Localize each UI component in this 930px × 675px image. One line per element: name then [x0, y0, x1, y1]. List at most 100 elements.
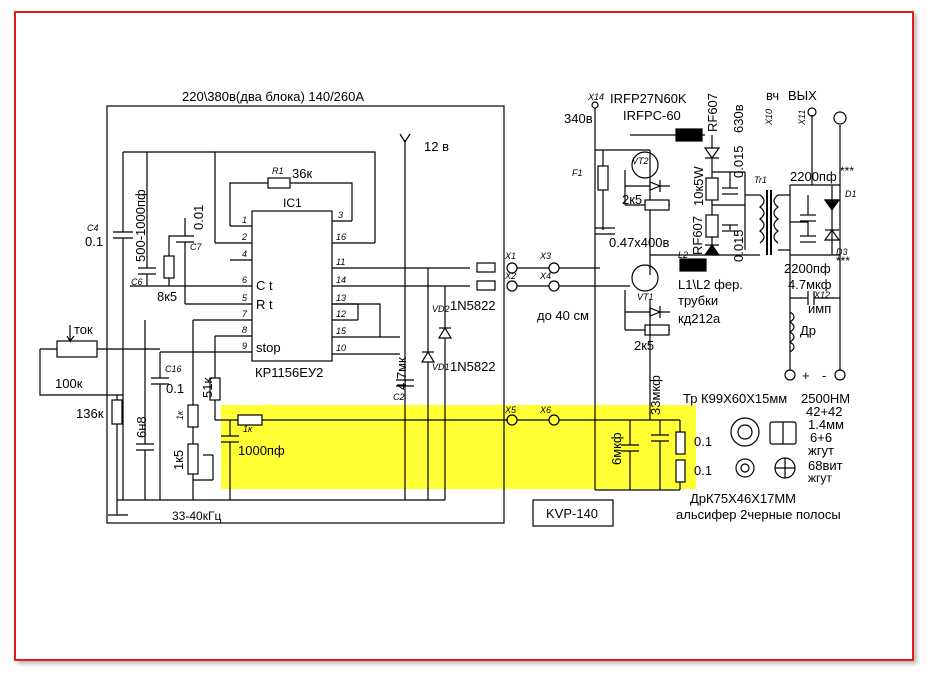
pin4: 4 [242, 249, 247, 259]
vt2-ref: VT2 [632, 156, 649, 166]
pin10: 10 [336, 343, 346, 353]
tok-potentiometer [39, 325, 160, 500]
ic-name-label: КР1156ЕУ2 [255, 365, 323, 380]
c047-label: 0.47х400в [609, 235, 669, 250]
feedback-line [215, 414, 508, 500]
f1-ref: F1 [572, 168, 583, 178]
zhgut2-label: жгут [808, 471, 832, 485]
tubes-label: трубки [678, 293, 718, 308]
v340-label: 340в [564, 111, 593, 126]
x14-ref: X14 [587, 92, 604, 102]
c015a-label: 0.015 [731, 145, 746, 178]
title-label: 220\380в(два блока) 140/260А [182, 89, 364, 104]
power-stage-wiring [591, 101, 707, 491]
r1-value: 36к [292, 166, 312, 181]
stars-b: *** [836, 254, 850, 268]
c6-ref: C6 [131, 277, 143, 287]
c1000-label: 1000пф [238, 443, 285, 458]
core-sketches [730, 417, 797, 479]
r2k5a-label: 2к5 [622, 192, 642, 207]
pin2: 2 [241, 232, 247, 242]
c500-label: 500-1000пф [133, 189, 148, 262]
c2200a-label: 2200пф [790, 169, 837, 184]
x3-ref: X3 [539, 251, 551, 261]
rf607a-label: RF607 [705, 93, 720, 132]
kvp-box [532, 499, 614, 527]
v12-input [396, 133, 414, 500]
vd1-ref: VD1 [432, 362, 450, 372]
transformer-tr1 [745, 190, 790, 255]
c47mkf-label: 4.7мкф [788, 277, 832, 292]
x10-ref: X10 [764, 109, 774, 126]
pin16: 16 [336, 232, 346, 242]
alsifer-label: альсифер 2черные полосы [676, 507, 841, 522]
pin1: 1 [242, 215, 247, 225]
plus-label: + [802, 368, 810, 383]
d1n5822a-label: 1N5822 [450, 298, 496, 313]
ic1-left-pins [130, 225, 252, 353]
irfpc-label: IRFPC-60 [623, 108, 681, 123]
r1-feedback [229, 177, 353, 226]
c015b-label: 0.015 [731, 229, 746, 262]
c2-ref: C2 [393, 392, 405, 402]
c47-label: 4.7мк [394, 357, 409, 390]
x4-ref: X4 [539, 271, 551, 281]
kvp-label: KVP-140 [546, 506, 598, 521]
dr-label: Др [800, 323, 816, 338]
c01b-label: 0.1 [694, 463, 712, 478]
diodes-vd1-vd2 [420, 268, 453, 500]
c4-capacitor [113, 151, 215, 500]
n2500-label: 2500НМ [801, 391, 850, 406]
r51k-label: 51к [200, 378, 215, 398]
x1-ref: X1 [504, 251, 516, 261]
r10k-label: 10к5W [691, 166, 706, 206]
stars-a: *** [840, 164, 854, 178]
c7-ref: C7 [190, 242, 202, 252]
vch-label: вч [766, 88, 779, 103]
v630-label: 630в [731, 104, 746, 133]
turns68-label: 68вит [808, 458, 843, 473]
pin5: 5 [242, 293, 248, 303]
zhgut1-label: жгут [808, 443, 834, 458]
pin16-top-wire [214, 151, 376, 243]
pin8: 8 [242, 325, 247, 335]
tr1-ref: Tr1 [754, 175, 767, 185]
pin11: 11 [336, 257, 345, 267]
freq-label: 33-40кГц [172, 509, 221, 523]
control-board-box [106, 105, 505, 524]
d1n5822b-label: 1N5822 [450, 359, 496, 374]
highlight-band [221, 405, 696, 489]
output-rectifier [784, 107, 847, 381]
c6n8-label: 6н8 [134, 416, 149, 438]
x12-ref: X12 [813, 290, 830, 300]
minus-label: - [822, 368, 826, 383]
c4-value: 0.1 [85, 234, 103, 249]
c16-capacitor [136, 320, 169, 500]
r8k5-label: 8к5 [157, 289, 177, 304]
c4-ref: C4 [87, 223, 99, 233]
r2k5b-label: 2к5 [634, 338, 654, 353]
tok-label: ток [74, 322, 93, 337]
x11-ref: X11 [797, 110, 807, 126]
pin7: 7 [242, 309, 248, 319]
l1l2-label: L1\L2 фер. [678, 277, 743, 292]
dr-core-label: ДрК75Х46Х17ММ [690, 491, 796, 506]
mosfet-vt2 [631, 151, 659, 179]
pin9: 9 [242, 341, 247, 351]
irfp-label: IRFP27N60K [610, 91, 687, 106]
c16-ref: C16 [165, 364, 182, 374]
c001-label: 0.01 [191, 205, 206, 230]
imp-label: имп [808, 301, 831, 316]
snubber-network [703, 135, 760, 256]
r100k-label: 100к [55, 376, 83, 391]
r1k-b-ref: 1к [243, 424, 253, 434]
vt1-ref: VT1 [637, 292, 654, 302]
vyh-label: ВЫХ [788, 88, 817, 103]
pin3: 3 [338, 210, 343, 220]
red-border-frame [14, 11, 914, 661]
c7-capacitor [163, 218, 194, 304]
x5-ref: X5 [504, 405, 517, 415]
mosfet-vt1 [631, 264, 659, 292]
kd-label: кд212а [678, 311, 721, 326]
